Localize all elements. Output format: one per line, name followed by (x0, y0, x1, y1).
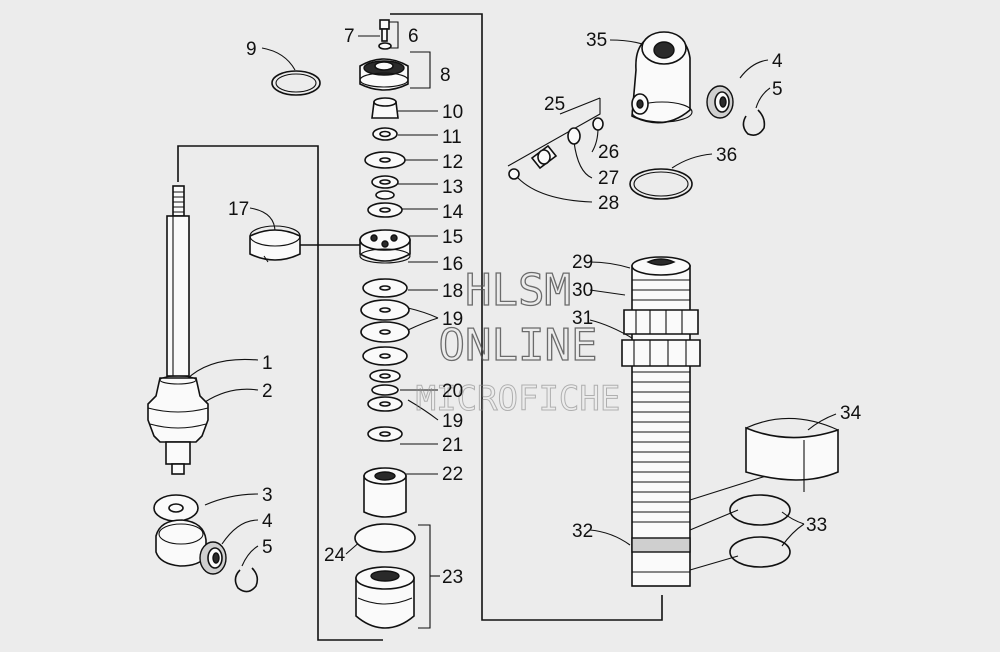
valve-parts-25-28 (508, 117, 604, 180)
callout-25: 25 (544, 94, 565, 115)
bushing-part-4-left (199, 541, 227, 575)
piston-part-15-16 (359, 229, 411, 264)
callout-22: 22 (442, 464, 463, 485)
part-callouts: 1 2 3 4 5 4 5 6 7 8 9 10 11 12 13 14 15 … (228, 26, 862, 588)
callout-5: 5 (262, 537, 273, 558)
callout-26: 26 (598, 142, 619, 163)
callout-4: 4 (262, 511, 273, 532)
callout-4b: 4 (772, 51, 783, 72)
eyelet-part-35 (631, 31, 693, 124)
callout-29: 29 (572, 252, 593, 273)
bump-washer-part-3 (153, 494, 199, 522)
screw-part-7 (379, 19, 390, 42)
cap-part-8 (359, 58, 409, 91)
callout-33: 33 (806, 515, 827, 536)
collar-part-31 (621, 339, 701, 367)
washer-part-6 (378, 42, 392, 50)
spacer-part-22 (363, 467, 407, 518)
callout-35: 35 (586, 30, 607, 51)
washer-part-21 (367, 426, 403, 442)
shim-stack-parts-18-19 (360, 278, 410, 366)
callout-18: 18 (442, 281, 463, 302)
callout-16: 16 (442, 254, 463, 275)
callout-3: 3 (262, 485, 273, 506)
callout-6: 6 (408, 26, 419, 47)
piston-rod-part-1 (166, 185, 190, 377)
callout-17: 17 (228, 199, 249, 220)
callout-12: 12 (442, 152, 463, 173)
callout-21: 21 (442, 435, 463, 456)
callout-8: 8 (440, 65, 451, 86)
nut-part-10 (371, 97, 399, 119)
shim-stack-parts-20-19 (367, 369, 403, 412)
callout-15: 15 (442, 227, 463, 248)
callout-32: 32 (572, 521, 593, 542)
callout-30: 30 (572, 280, 593, 301)
watermark-line-3: MICROFICHE (416, 379, 621, 419)
watermark-line-1: HLSM (465, 265, 571, 316)
callout-1: 1 (262, 353, 273, 374)
oring-part-36 (629, 168, 693, 200)
callout-9: 9 (246, 39, 257, 60)
snap-rings-part-33 (729, 494, 791, 568)
callout-23: 23 (442, 567, 463, 588)
callout-31: 31 (572, 308, 593, 329)
shim-part-13 (371, 175, 399, 189)
callout-5b: 5 (772, 79, 783, 100)
callout-19c: 19 (442, 411, 463, 432)
rod-end-part-2 (147, 375, 209, 475)
callout-11: 11 (442, 127, 462, 148)
rod-eye-cup (155, 519, 207, 567)
washer-part-11 (372, 127, 398, 141)
callout-27: 27 (598, 168, 619, 189)
oring-part-24 (354, 523, 416, 553)
bushing-part-4-right (706, 85, 734, 119)
callout-13: 13 (442, 177, 463, 198)
callout-36: 36 (716, 145, 737, 166)
callout-14: 14 (442, 202, 464, 223)
snap-ring-part-5-right (742, 109, 766, 136)
watermark: HLSM ONLINE MICROFICHE (415, 264, 621, 419)
spring-clip-part-34 (745, 417, 839, 492)
callout-7: 7 (344, 26, 355, 47)
piston-band-part-17 (249, 225, 301, 263)
callout-24: 24 (324, 545, 346, 566)
callout-2: 2 (262, 381, 273, 402)
shim-part-12 (364, 151, 406, 169)
callout-20: 20 (442, 381, 463, 402)
shock-body-part-29 (631, 256, 691, 587)
callout-10: 10 (442, 102, 463, 123)
watermark-line-2: ONLINE (439, 320, 598, 371)
collar-part-30 (623, 309, 699, 335)
end-cap-part-23 (355, 566, 415, 629)
callout-34: 34 (840, 403, 862, 424)
callout-28: 28 (598, 193, 619, 214)
shim-part-14 (367, 190, 403, 218)
callout-19a: 19 (442, 309, 463, 330)
snap-ring-part-5-left (234, 567, 259, 593)
oring-part-9 (271, 70, 321, 96)
